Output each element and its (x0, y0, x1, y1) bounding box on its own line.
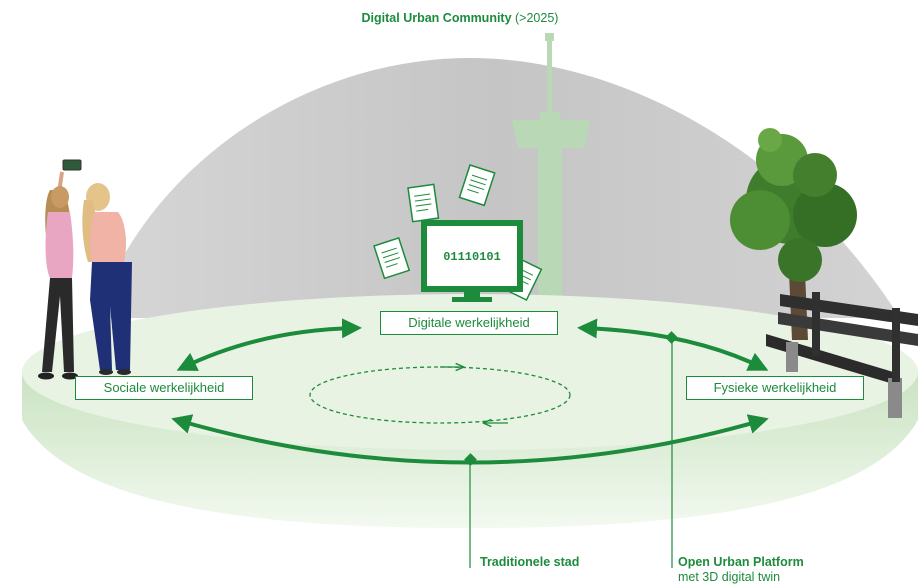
bench-icon (766, 292, 918, 418)
computer-monitor-icon (421, 220, 523, 302)
arrow-social-digital (176, 318, 362, 371)
label-social-reality: Sociale werkelijkheid (75, 376, 253, 400)
document-icon (407, 183, 440, 223)
inner-loop (309, 366, 571, 424)
tree-icon (730, 128, 857, 340)
diamond-traditional (464, 453, 477, 466)
label-physical-reality: Fysieke werkelijkheid (686, 376, 864, 400)
diagram-title: Digital Urban Community (>2025) (0, 11, 920, 25)
document-icon (373, 237, 411, 280)
callout-platform-text: Open Urban Platform (678, 555, 804, 569)
callout-traditional-text: Traditionele stad (480, 555, 580, 569)
callout-platform-subtext: met 3D digital twin (678, 570, 781, 584)
tower-icon (512, 33, 590, 300)
callout-traditional-city: Traditionele stad (480, 555, 579, 570)
people-figure-icon (38, 159, 132, 380)
callout-open-urban-platform: Open Urban Platform met 3D digital twin (678, 555, 804, 585)
title-suffix: (>2025) (511, 11, 559, 25)
label-digital-reality: Digitale werkelijkheid (380, 311, 558, 335)
document-icon (458, 164, 496, 207)
arrow-digital-physical (577, 318, 769, 371)
title-main: Digital Urban Community (361, 11, 512, 25)
dome (95, 58, 900, 318)
screen-binary: 01110101 (443, 250, 501, 264)
